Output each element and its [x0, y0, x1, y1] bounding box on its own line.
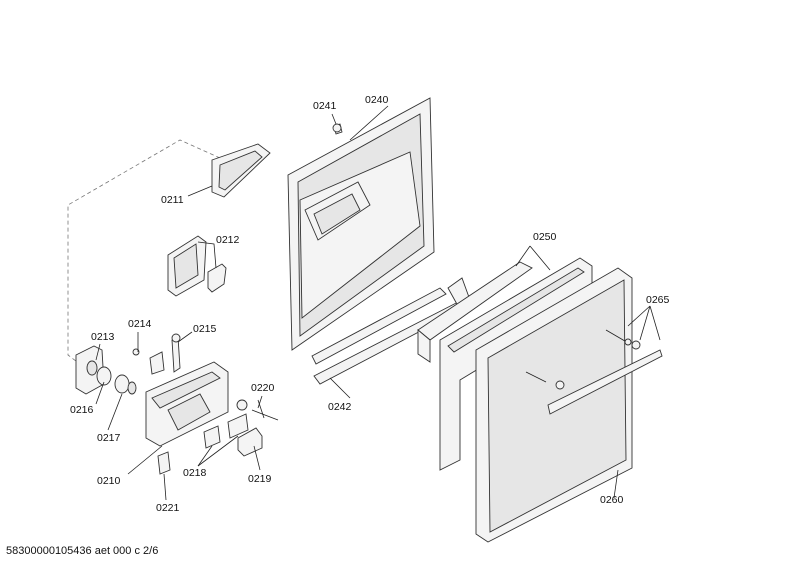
label-0217: 0217	[97, 432, 121, 444]
label-0221: 0221	[156, 502, 180, 514]
label-0211: 0211	[161, 194, 184, 206]
label-0210: 0210	[97, 475, 121, 487]
part-0265-screws	[525, 329, 641, 383]
label-0219: 0219	[248, 473, 272, 485]
part-0219-block	[237, 427, 263, 457]
part-0214-0215-small-parts	[132, 333, 181, 375]
leader-lines	[95, 105, 661, 501]
part-0260-outer-door	[475, 267, 663, 543]
part-0221-bracket	[157, 451, 171, 475]
part-0241-screw	[332, 123, 343, 135]
part-0211-frame	[211, 143, 271, 198]
document-footer: 58300000105436 aet 000 c 2/6	[6, 545, 159, 557]
label-0240: 0240	[365, 94, 389, 106]
label-0216: 0216	[70, 404, 94, 416]
assembly-guide-dashed	[67, 139, 221, 369]
label-0241: 0241	[313, 100, 337, 112]
part-0218-0220-springs	[203, 399, 279, 449]
part-0240-inner-door	[287, 97, 435, 351]
label-0213: 0213	[91, 331, 115, 343]
label-0260: 0260	[600, 494, 624, 506]
label-0218: 0218	[183, 467, 207, 479]
label-0215: 0215	[193, 323, 217, 335]
part-0212-panel	[167, 235, 227, 297]
part-0213-0216-0217-lid	[75, 345, 137, 395]
label-0220: 0220	[251, 382, 275, 394]
label-0265: 0265	[646, 294, 670, 306]
label-0214: 0214	[128, 318, 152, 330]
part-0210-dispenser	[145, 361, 229, 447]
label-0242: 0242	[328, 401, 352, 413]
label-0212: 0212	[216, 234, 240, 246]
label-0250: 0250	[533, 231, 557, 243]
